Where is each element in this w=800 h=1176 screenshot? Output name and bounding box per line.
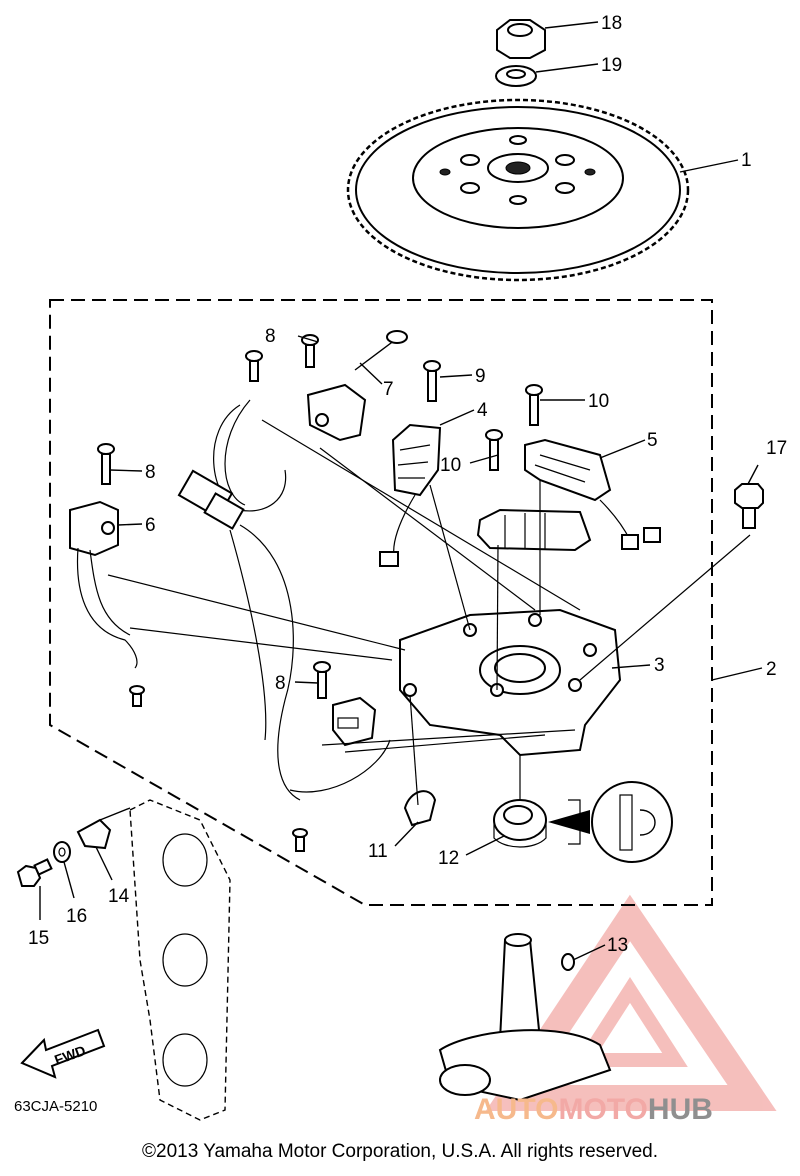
drawing-code: 63CJA-5210 (14, 1098, 98, 1115)
watermark-hub: HUB (647, 1093, 713, 1126)
pulser-coil (476, 438, 661, 552)
screw-17 (16, 858, 53, 887)
callout-1: 1 (741, 150, 752, 171)
screw-8b (245, 350, 263, 382)
callout-18: 16 (66, 906, 87, 927)
bracket-16 (76, 807, 131, 850)
callout-5: 5 (647, 430, 658, 451)
charge-coil (379, 423, 442, 567)
assembly-boundary (49, 299, 713, 906)
callout-8-bottom: 8 (275, 673, 286, 694)
screw-8c (97, 443, 115, 485)
fwd-arrow-icon: FWD (20, 1028, 106, 1079)
watermark-text: AUTOMOTOHUB (474, 1093, 713, 1127)
callout-9: 9 (475, 366, 486, 387)
copyright-notice: ©2013 Yamaha Motor Corporation, U.S.A. A… (142, 1141, 658, 1162)
rectifier-unit (332, 696, 377, 747)
ignition-coil-upper (306, 330, 408, 442)
callout-8-left: 8 (145, 462, 156, 483)
crankshaft (438, 933, 612, 1102)
callout-labels: 18 19 1 2 3 4 5 6 7 8 8 8 9 10 10 11 12 … (28, 13, 787, 956)
callout-16: 14 (108, 886, 130, 907)
screw-9 (423, 360, 441, 402)
flywheel-rotor (346, 98, 690, 282)
clamp-11 (403, 790, 437, 827)
screw-10b (485, 429, 503, 471)
screw-bottom-mid (292, 828, 308, 852)
callout-14: 18 (601, 13, 622, 34)
screw-bottom-left (129, 685, 145, 707)
crankcase-outline (129, 799, 231, 1121)
callout-10-right: 10 (588, 391, 609, 412)
leader-lines (39, 21, 763, 961)
callout-4: 4 (477, 400, 488, 421)
callout-11: 11 (368, 841, 388, 862)
callout-3: 3 (654, 655, 665, 676)
callout-2: 2 (766, 659, 777, 680)
callout-15: 19 (601, 55, 622, 76)
flywheel-washer (495, 65, 537, 87)
callout-12: 12 (438, 848, 459, 869)
stator-base-plate (399, 608, 622, 757)
screw-19 (734, 483, 764, 529)
callout-8-top: 8 (265, 326, 276, 347)
screw-8d (313, 661, 331, 699)
oil-seal (493, 799, 547, 848)
seal-detail-view (548, 781, 673, 863)
callout-6: 6 (145, 515, 156, 536)
wire-harness (177, 399, 391, 801)
callout-17: 15 (28, 928, 49, 949)
screw-10a (525, 384, 543, 426)
watermark-moto: MOTO (558, 1093, 648, 1126)
washer-18 (53, 841, 71, 863)
flywheel-nut (496, 19, 546, 59)
ignition-coil-lower (69, 500, 138, 669)
callout-10-left: 10 (440, 455, 461, 476)
callout-7: 7 (383, 379, 394, 400)
watermark-logo-icon (485, 894, 777, 1111)
callout-19: 17 (766, 438, 787, 459)
callout-13: 13 (607, 935, 628, 956)
watermark-auto: AUTO (474, 1093, 559, 1126)
